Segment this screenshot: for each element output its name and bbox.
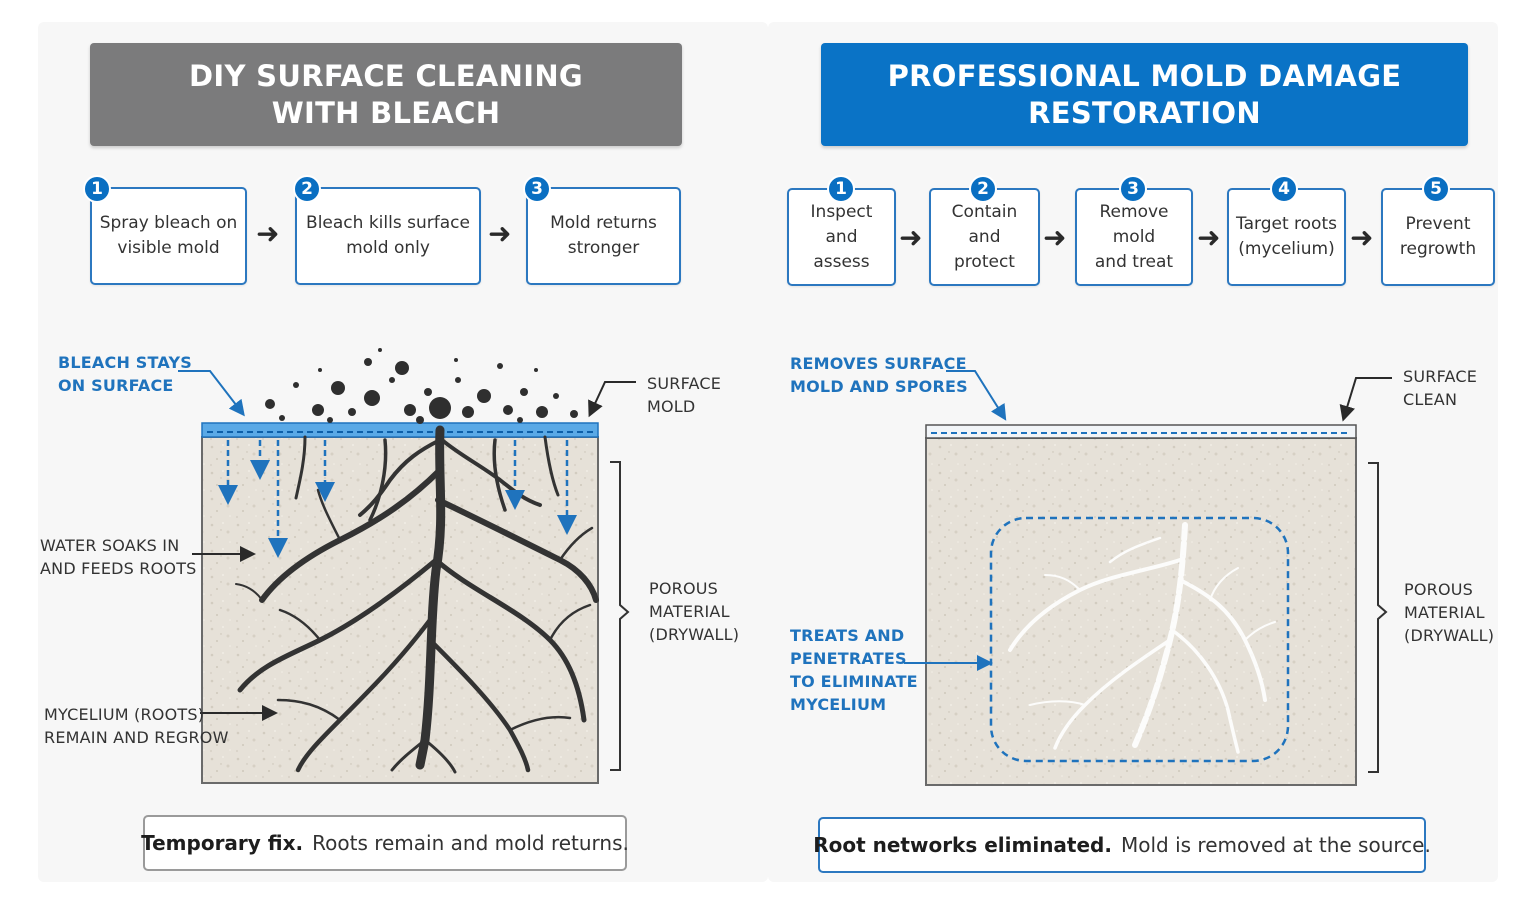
left-porous-label: POROUS MATERIAL (DRYWALL) bbox=[649, 577, 739, 646]
left-porous-bracket bbox=[610, 461, 630, 771]
pro-step-3: Remove mold and treat bbox=[1075, 188, 1193, 286]
callout-line: REMAIN AND REGROW bbox=[44, 728, 229, 747]
callout-line: SURFACE bbox=[647, 374, 722, 393]
right-arrow-icon: ➜ bbox=[1043, 221, 1067, 254]
step-text-line2: visible mold bbox=[117, 238, 220, 258]
left-drywall-block bbox=[201, 422, 599, 784]
callout-line: MYCELIUM (ROOTS) bbox=[44, 705, 205, 724]
callout-line: AND FEEDS ROOTS bbox=[40, 559, 197, 578]
water-soak-arrows bbox=[218, 440, 577, 558]
surface-mold-pointer bbox=[588, 381, 636, 418]
callout-line: PENETRATES bbox=[790, 649, 907, 668]
step-text-line1: Spray bleach on bbox=[99, 213, 238, 233]
step-text-line1: Mold returns bbox=[550, 213, 657, 233]
pro-summary-bold: Root networks eliminated. bbox=[813, 833, 1112, 857]
mycelium-roots bbox=[235, 425, 599, 774]
right-porous-bracket bbox=[1368, 462, 1388, 773]
callout-line: CLEAN bbox=[1403, 390, 1458, 409]
pro-step-4: Target roots (mycelium) bbox=[1227, 188, 1346, 286]
right-porous-label: POROUS MATERIAL (DRYWALL) bbox=[1404, 578, 1494, 647]
step-number-badge: 2 bbox=[293, 175, 321, 203]
step-number-badge: 1 bbox=[827, 175, 855, 203]
removes-pointer bbox=[946, 370, 1007, 421]
callout-line: TO ELIMINATE bbox=[790, 672, 918, 691]
step-number-badge: 3 bbox=[523, 175, 551, 203]
pro-summary-text: Mold is removed at the source. bbox=[1120, 833, 1431, 857]
step-text-line2: (mycelium) bbox=[1238, 239, 1335, 259]
right-arrow-icon: ➜ bbox=[1197, 221, 1221, 254]
treats-label: TREATS AND PENETRATES TO ELIMINATE MYCEL… bbox=[790, 624, 918, 716]
surface-clean-label: SURFACE CLEAN bbox=[1403, 365, 1477, 411]
pro-step-5: Prevent regrowth bbox=[1381, 188, 1495, 286]
pro-step-2: Contain and protect bbox=[929, 188, 1040, 286]
right-arrow-icon: ➜ bbox=[1350, 221, 1374, 254]
callout-line: REMOVES SURFACE bbox=[790, 354, 967, 373]
bleach-pointer bbox=[178, 370, 245, 417]
eliminated-roots bbox=[1008, 522, 1276, 754]
pro-title-line2: RESTORATION bbox=[1028, 95, 1261, 130]
step-text-line2: protect bbox=[954, 251, 1015, 272]
diy-step-2: Bleach kills surface mold only bbox=[295, 187, 481, 285]
surface-clean-pointer bbox=[1339, 377, 1392, 422]
step-number-badge: 5 bbox=[1422, 175, 1450, 203]
professional-header: PROFESSIONAL MOLD DAMAGE RESTORATION bbox=[821, 43, 1468, 146]
callout-line: MYCELIUM bbox=[790, 695, 887, 714]
pro-summary-box: Root networks eliminated. Mold is remove… bbox=[813, 817, 1431, 873]
pro-title-line1: PROFESSIONAL MOLD DAMAGE bbox=[887, 58, 1402, 93]
step-number-badge: 4 bbox=[1270, 175, 1298, 203]
diy-summary-bold: Temporary fix. bbox=[141, 831, 304, 855]
step-number-badge: 2 bbox=[969, 175, 997, 203]
bleach-stays-label: BLEACH STAYS ON SURFACE bbox=[58, 351, 192, 397]
step-number-badge: 3 bbox=[1119, 175, 1147, 203]
diy-title-line2: WITH BLEACH bbox=[271, 95, 501, 130]
step-text-line1: Target roots bbox=[1236, 214, 1337, 234]
callout-line: POROUS bbox=[649, 579, 719, 598]
right-arrow-icon: ➜ bbox=[256, 217, 280, 250]
step-text-line2: assess bbox=[813, 251, 870, 272]
step-text-line1: Contain and bbox=[951, 201, 1018, 247]
callout-line: ON SURFACE bbox=[58, 376, 174, 395]
removes-surface-label: REMOVES SURFACE MOLD AND SPORES bbox=[790, 352, 968, 398]
diy-header: DIY SURFACE CLEANING WITH BLEACH bbox=[90, 43, 682, 146]
pro-step-1: Inspect and assess bbox=[787, 188, 896, 286]
surface-mold-spores bbox=[265, 348, 578, 424]
diy-summary-box: Temporary fix. Roots remain and mold ret… bbox=[141, 815, 629, 871]
callout-line: POROUS bbox=[1404, 580, 1474, 599]
diy-summary-text: Roots remain and mold returns. bbox=[312, 831, 629, 855]
step-number-badge: 1 bbox=[83, 175, 111, 203]
step-text-line1: Inspect and bbox=[810, 201, 873, 247]
right-arrow-icon: ➜ bbox=[899, 221, 923, 254]
callout-line: BLEACH STAYS bbox=[58, 353, 192, 372]
diy-title-line1: DIY SURFACE CLEANING bbox=[189, 58, 583, 93]
callout-line: MATERIAL bbox=[1404, 603, 1485, 622]
callout-line: MOLD AND SPORES bbox=[790, 377, 968, 396]
callout-line: SURFACE bbox=[1403, 367, 1478, 386]
callout-line: WATER SOAKS IN bbox=[40, 536, 180, 555]
callout-line: TREATS AND bbox=[790, 626, 905, 645]
diy-step-1: Spray bleach on visible mold bbox=[90, 187, 247, 285]
right-arrow-icon: ➜ bbox=[488, 217, 512, 250]
surface-mold-label: SURFACE MOLD bbox=[647, 372, 721, 418]
callout-line: (DRYWALL) bbox=[1404, 626, 1495, 645]
water-soaks-label: WATER SOAKS IN AND FEEDS ROOTS bbox=[40, 534, 197, 580]
step-text-line2: stronger bbox=[567, 238, 640, 258]
step-text-line1: Remove mold bbox=[1099, 201, 1169, 247]
step-text-line2: and treat bbox=[1094, 251, 1174, 272]
step-text-line2: mold only bbox=[346, 238, 430, 258]
diy-step-3: Mold returns stronger bbox=[526, 187, 681, 285]
mycelium-label: MYCELIUM (ROOTS) REMAIN AND REGROW bbox=[44, 703, 229, 749]
step-text-line2: regrowth bbox=[1399, 239, 1477, 259]
callout-line: MOLD bbox=[647, 397, 696, 416]
step-text-line1: Bleach kills surface bbox=[306, 213, 470, 233]
callout-line: MATERIAL bbox=[649, 602, 730, 621]
callout-line: (DRYWALL) bbox=[649, 625, 740, 644]
step-text-line1: Prevent bbox=[1405, 214, 1471, 234]
